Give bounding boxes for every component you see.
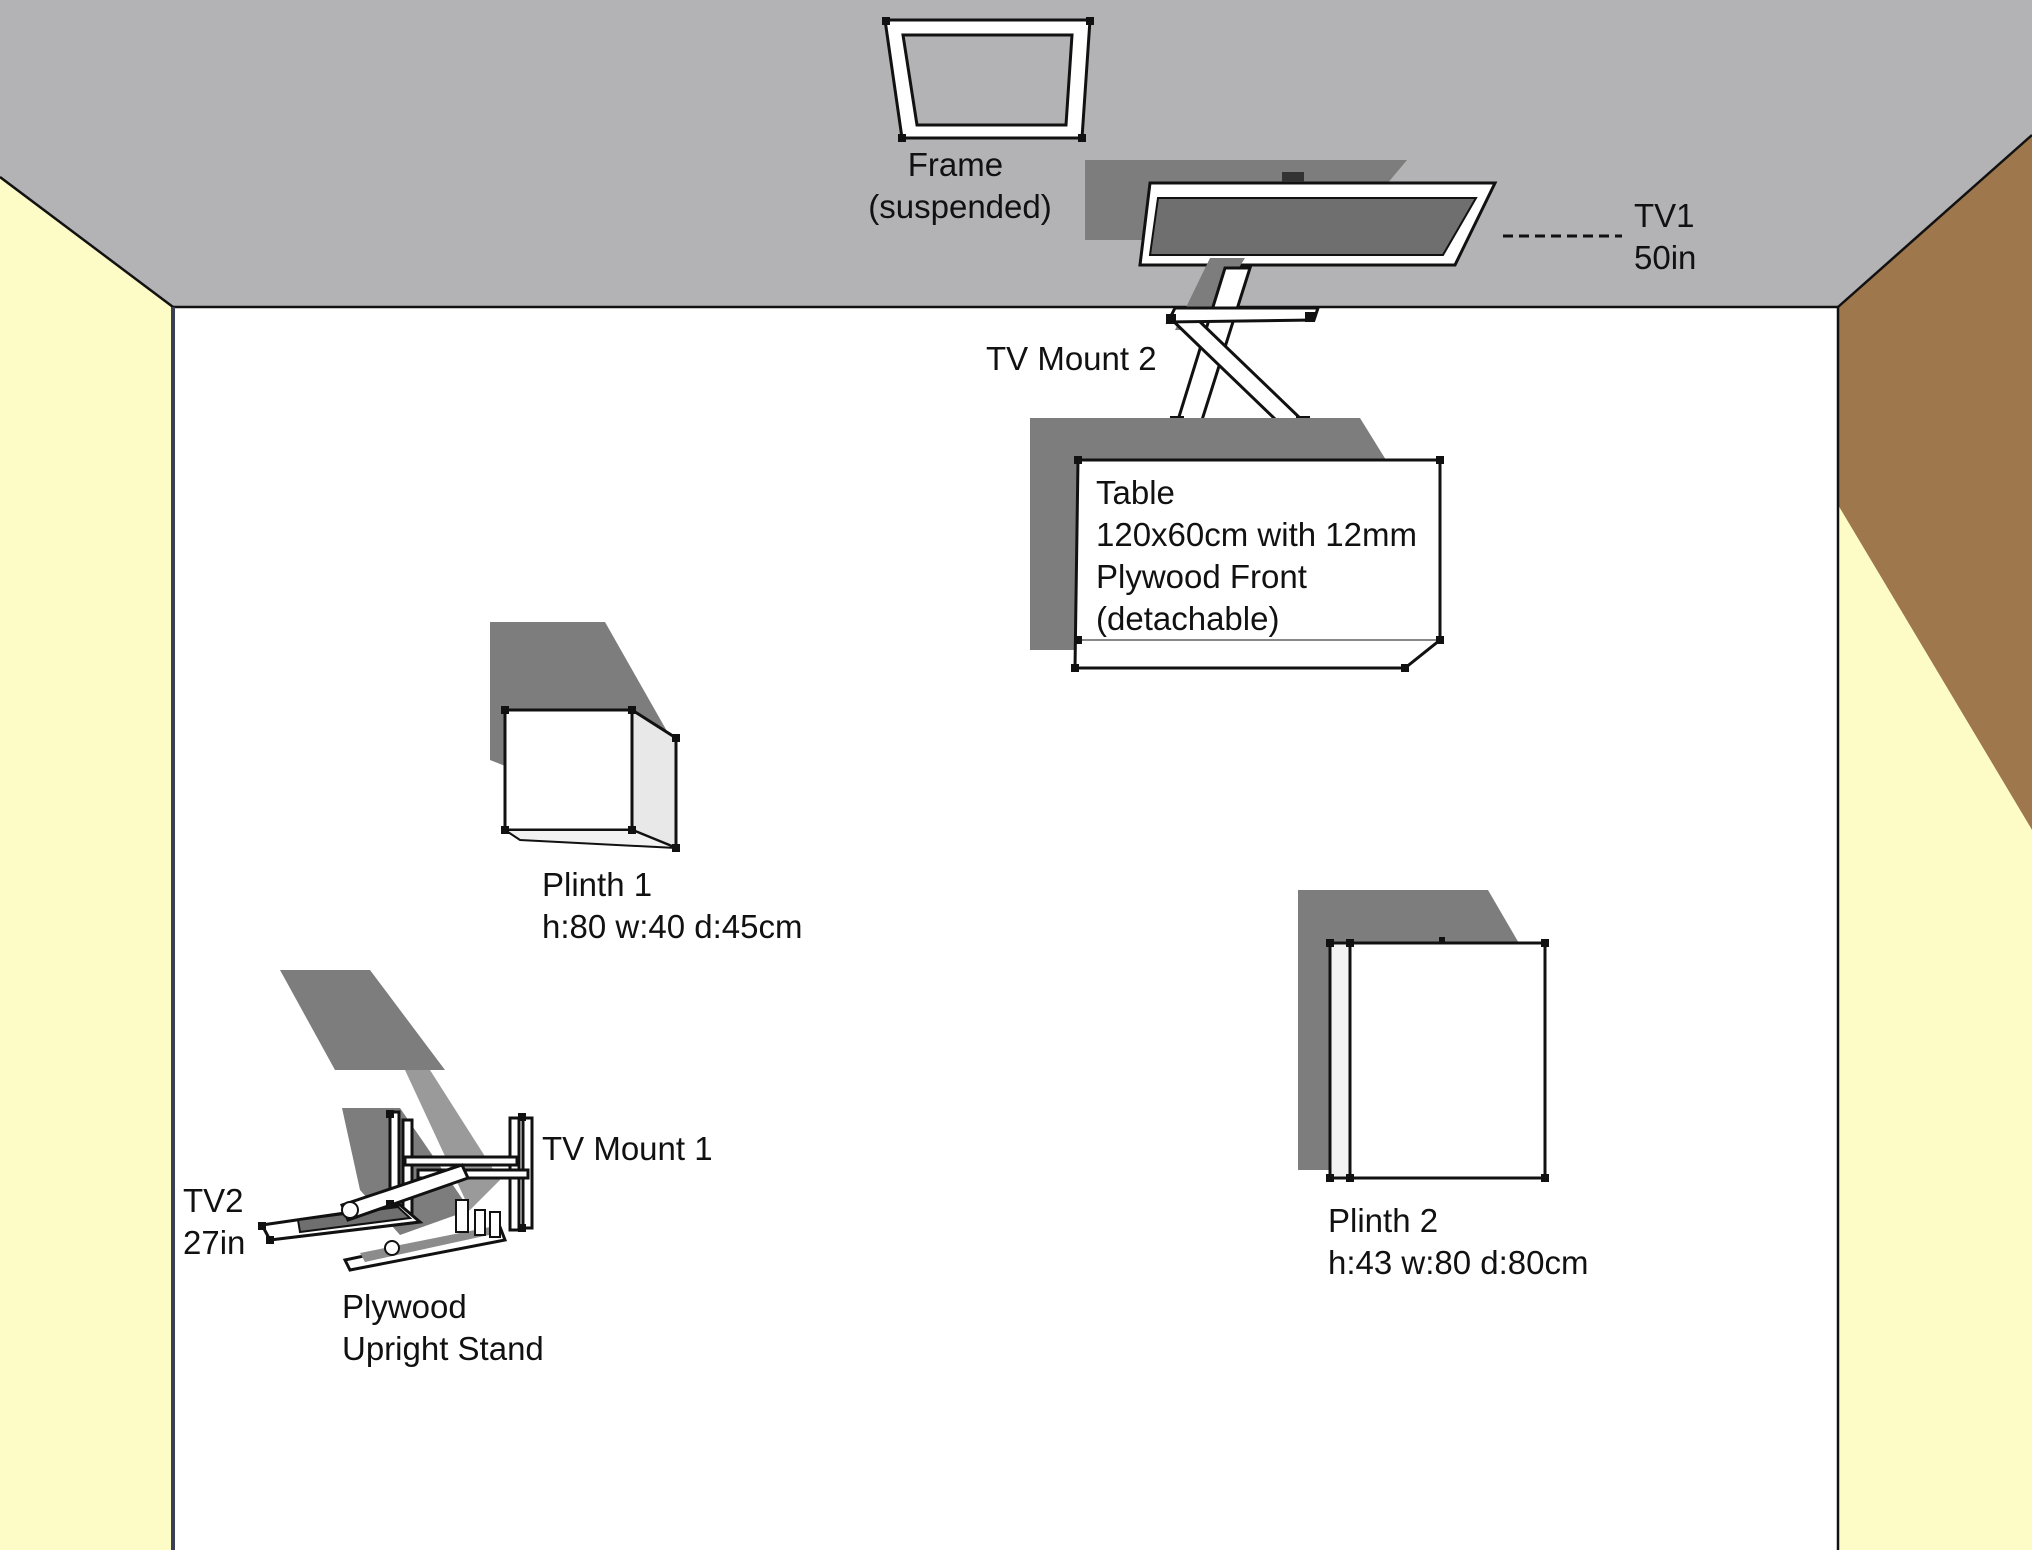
tv2-stand-object — [258, 970, 534, 1272]
plinth-1-label: Plinth 1 h:80 w:40 d:45cm — [542, 866, 803, 945]
labels: Frame (suspended) TV1 50in TV Mount 2 Ta… — [183, 146, 1704, 1367]
plinth-2-label: Plinth 2 h:43 w:80 d:80cm — [1328, 1202, 1589, 1281]
tv1-object — [1085, 160, 1622, 267]
room-edges — [0, 134, 2032, 1550]
frame-object — [882, 17, 1094, 142]
right-wall-brown — [1838, 135, 2032, 830]
tv1-screen — [1148, 197, 1478, 256]
tv1-label: TV1 50in — [1634, 197, 1704, 276]
plinth-1-object — [490, 622, 680, 852]
frame-label: Frame (suspended) — [868, 146, 1051, 225]
right-wall-light — [1838, 505, 2032, 1550]
tv2-label: TV2 27in — [183, 1182, 253, 1261]
table-object — [1030, 418, 1444, 672]
tv-mount-2-label: TV Mount 2 — [986, 340, 1157, 377]
plinth-2-object — [1298, 890, 1549, 1182]
table-label: Table 120x60cm with 12mm Plywood Front (… — [1096, 474, 1426, 637]
ceiling — [0, 0, 2032, 307]
tv2-shadow — [280, 970, 445, 1070]
left-wall — [0, 177, 173, 1550]
plywood-stand-label: Plywood Upright Stand — [342, 1288, 544, 1367]
tv-mount-1-label: TV Mount 1 — [542, 1130, 713, 1167]
